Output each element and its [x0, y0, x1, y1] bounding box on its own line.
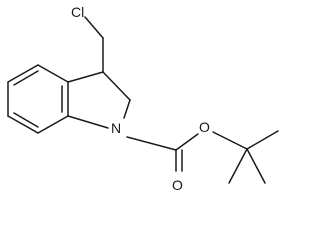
structure-canvas: Cl N O O: [7, 4, 279, 193]
methyl-bond: [228, 148, 248, 184]
benzene-ring: [7, 64, 69, 134]
carbonyl-oxygen-label: O: [172, 177, 183, 193]
bond: [67, 115, 109, 129]
bond: [37, 64, 69, 83]
double-bond-inner: [13, 112, 39, 128]
chlorine-label: Cl: [71, 4, 84, 20]
methyl-bond: [246, 130, 279, 150]
bond: [123, 99, 131, 119]
bond: [7, 115, 39, 134]
bond: [84, 16, 104, 39]
bond: [126, 136, 177, 151]
molecule-diagram: Cl N O O: [7, 4, 279, 193]
bond: [102, 71, 131, 101]
bond: [212, 131, 248, 150]
bond: [37, 115, 69, 134]
nitrogen-label: N: [111, 120, 121, 136]
bond: [67, 71, 104, 83]
methyl-bond: [246, 148, 266, 184]
bond: [175, 133, 199, 151]
double-bond-inner: [13, 70, 39, 86]
bond: [7, 64, 39, 83]
pyrrolidine-ring: [67, 71, 131, 129]
ester-oxygen-label: O: [199, 119, 210, 135]
